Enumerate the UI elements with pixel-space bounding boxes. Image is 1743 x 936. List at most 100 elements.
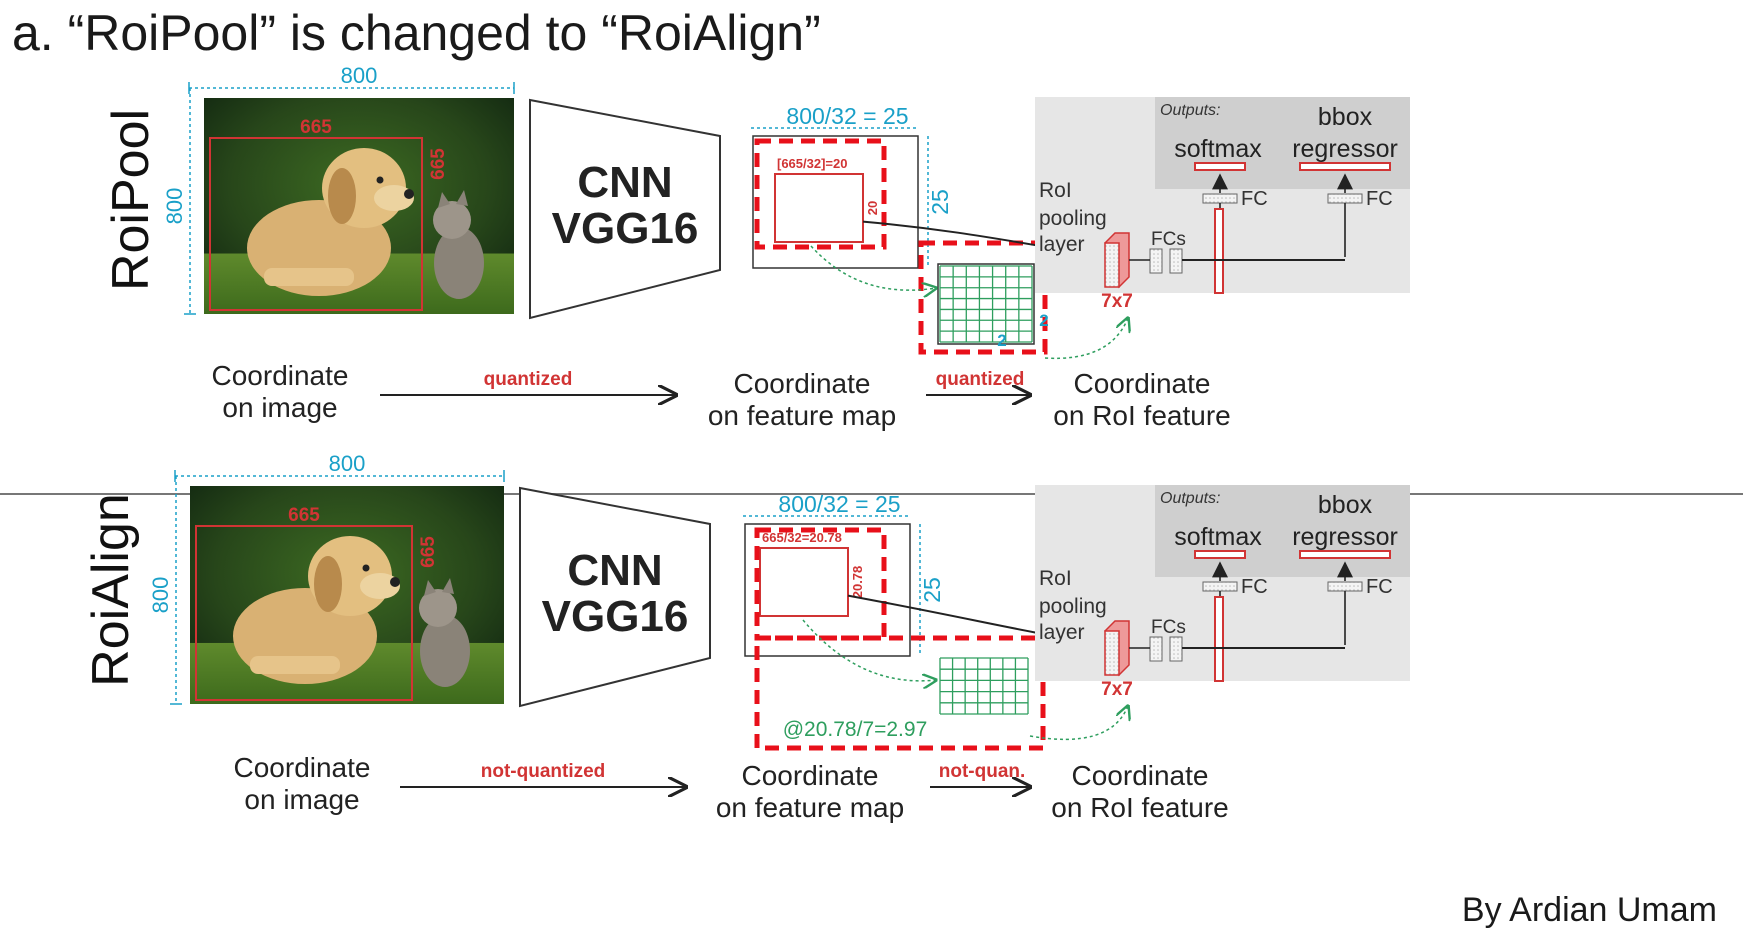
cnn-trapezoid [529,98,721,320]
flow-arrow-label: not-quantized [481,761,606,782]
row-label: RoiAlign [82,493,140,687]
coord-feature-label: on feature map [716,792,904,823]
softmax-output-bar [1194,162,1246,171]
highlight-pooled-grid [918,240,1048,355]
feature-height-label: 25 [927,189,953,215]
puppy-paws [250,656,340,674]
kitten-head [419,589,457,627]
coord-feature-label: Coordinate [742,760,879,791]
flow-arrow-label: quantized [484,369,573,390]
roi-height-label: 665 [418,536,439,568]
softmax-label: softmax [1174,523,1262,551]
pool-size-label: 7x7 [1101,679,1133,700]
pooled-grid: @20.78/7=2.97 [783,657,1029,741]
feature-vector-bar [1214,208,1224,294]
roi-pool-label: layer [1039,233,1085,256]
kitten-ear [456,190,468,206]
cnn-label: CNN [567,546,662,595]
kitten-head [433,201,471,239]
fc-box [1202,581,1238,592]
kitten-ear [438,192,450,208]
image-roi-box [209,137,423,311]
bbox-label: bbox [1318,103,1373,131]
coord-roi-label: on RoI feature [1051,792,1228,823]
image-width-label: 800 [329,451,366,476]
feature-roi-label: 665/32=20.78 [762,530,842,545]
fcs-block [1169,248,1183,274]
flow-arrow-label: not-quan. [939,761,1026,782]
puppy-ear [314,556,342,612]
puppy-nose [404,189,414,199]
image-height-label: 800 [148,577,173,614]
roi-pool-label: RoI [1039,179,1072,202]
feature-vector-bar [1214,596,1224,682]
bbox-label: bbox [1318,491,1373,519]
highlight-pooled-grid [754,635,1046,751]
fc-label: FC [1366,188,1393,210]
fc-label: FC [1241,576,1268,598]
page-title: a. “RoiPool” is changed to “RoiAlign” [12,5,821,61]
green-dashed-arrow [810,245,936,290]
puppy-eye [376,176,384,184]
fc-box [1202,193,1238,204]
roi-width-label: 665 [300,117,332,138]
feature-roi-box [774,173,864,243]
fc-box [1327,193,1363,204]
kitten-body [434,227,484,299]
puppy-muzzle [374,185,414,211]
grid-note: @20.78/7=2.97 [783,718,928,741]
softmax-output-bar [1194,550,1246,559]
pooled-grid: 22 [937,263,1049,350]
pooled-block [1104,242,1120,288]
pooled-block [1104,630,1120,676]
input-image: 665 665 800 800 [162,63,515,315]
author-credit: By Ardian Umam [1461,891,1717,929]
coord-image-label: on image [244,784,359,815]
roi-pool-label: RoI [1039,567,1072,590]
coord-image-label: on image [222,392,337,423]
grid-cell-label: 2 [997,331,1006,350]
bbox-output-bar [1299,162,1391,171]
pool-size-label: 7x7 [1101,291,1133,312]
bbox-output-bar [1299,550,1391,559]
image-width-label: 800 [341,63,378,88]
coord-roi-label: Coordinate [1074,368,1211,399]
kitten-body [420,615,470,687]
image-height-label: 800 [162,188,187,225]
feature-roi-box [759,547,849,617]
puppy-muzzle [360,573,400,599]
fcs-label: FCs [1151,229,1186,250]
fcs-block [1149,248,1163,274]
cnn-label: CNN [577,158,672,207]
feature-roi-label: [665/32]=20 [777,156,847,171]
roi-height-label: 665 [428,148,449,180]
highlight-feature-roi [754,138,887,250]
coord-image-label: Coordinate [234,752,371,783]
fc-box [1327,581,1363,592]
fc-label: FC [1241,188,1268,210]
feature-height-label: 25 [919,577,945,603]
roi-pool-label: pooling [1039,595,1107,618]
puppy-eye [362,564,370,572]
vgg16-label: VGG16 [552,204,699,253]
coord-feature-label: Coordinate [734,368,871,399]
outputs-panel [1155,97,1410,189]
cnn-trapezoid [519,486,711,708]
green-dashed-arrow [802,619,936,681]
puppy-ear [328,168,356,224]
image-roi-box [195,525,413,701]
grid-cell-label: 2 [1039,311,1048,330]
feature-width-label: 800/32 = 25 [786,103,908,129]
flow-arrow-label: quantized [936,369,1025,390]
